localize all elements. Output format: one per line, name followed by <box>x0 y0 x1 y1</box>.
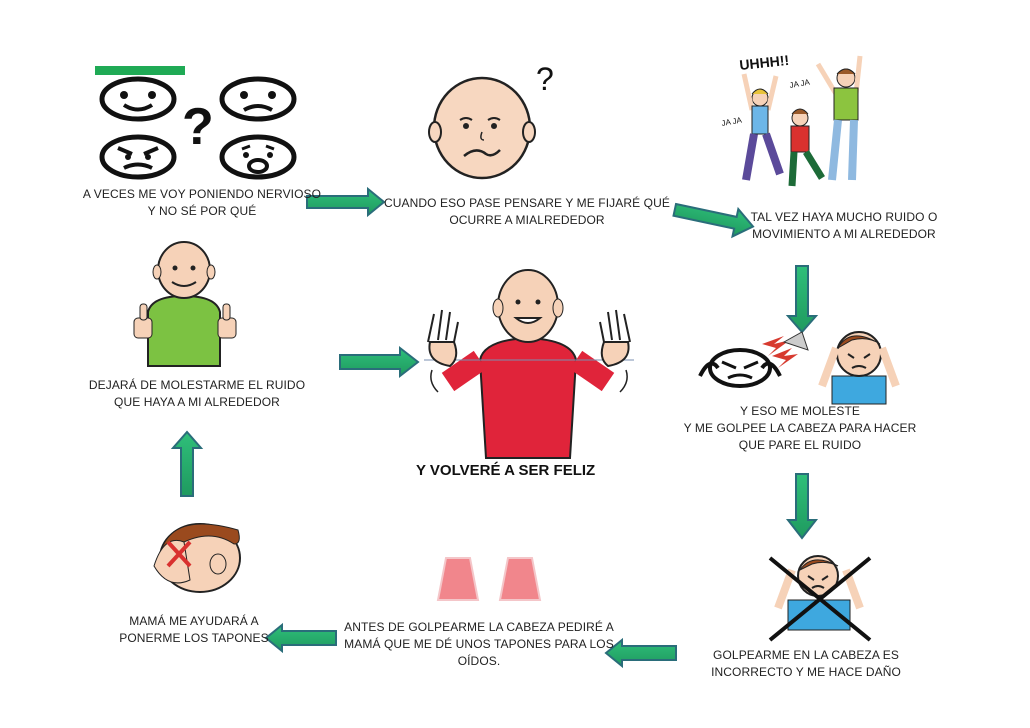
shout-text: UHHH!! <box>739 52 790 73</box>
pictogram-thumbs-up <box>130 240 240 370</box>
caption-step6: ANTES DE GOLPEARME LA CABEZA PEDIRÉ A MA… <box>342 619 616 670</box>
thinking-question-icon: ? <box>536 61 554 97</box>
green-bar <box>95 66 185 75</box>
caption-step7-line2: PONERME LOS TAPONES <box>114 630 274 647</box>
pictogram-ear-covered <box>150 514 250 594</box>
child-green-icon <box>818 56 860 180</box>
pictogram-thinking-head: ? <box>430 60 570 180</box>
laugh-text-2: JA JA <box>721 115 743 128</box>
arrow-down-2 <box>788 474 816 538</box>
caption-step8-line1: DEJARÁ DE MOLESTARME EL RUIDO <box>84 377 310 394</box>
pictogram-hitting-crossed <box>760 548 880 648</box>
caption-step6-line3: OÍDOS. <box>342 653 616 670</box>
arrow-right-3 <box>340 348 418 376</box>
caption-step7: MAMÁ ME AYUDARÁ A PONERME LOS TAPONES <box>114 613 274 647</box>
annoyed-boy-icon <box>822 332 896 404</box>
child-red-icon <box>791 109 822 186</box>
covered-ears-face-icon <box>700 350 780 386</box>
caption-step4-line1: Y ESO ME MOLESTE <box>680 403 920 420</box>
pictogram-happy-boy <box>424 262 634 462</box>
caption-step2-line2: OCURRE A MIALREDEDOR <box>382 212 672 229</box>
pictogram-noise-annoyed <box>692 326 922 406</box>
caption-step1: A VECES ME VOY PONIENDO NERVIOSO Y NO SÉ… <box>82 186 322 220</box>
caption-step2: CUANDO ESO PASE PENSARE Y ME FIJARÉ QUÉ … <box>382 195 672 229</box>
pictogram-earplugs <box>434 556 554 606</box>
earplug-left-icon <box>438 558 478 600</box>
caption-step5: GOLPEARME EN LA CABEZA ES INCORRECTO Y M… <box>706 647 906 681</box>
caption-step8: DEJARÁ DE MOLESTARME EL RUIDO QUE HAYA A… <box>84 377 310 411</box>
horn-icon <box>784 332 808 350</box>
caption-step3-line1: TAL VEZ HAYA MUCHO RUIDO O <box>744 209 944 226</box>
scared-face-icon <box>222 137 294 177</box>
hand-left-icon <box>428 310 458 366</box>
caption-step8-line2: QUE HAYA A MI ALREDEDOR <box>84 394 310 411</box>
caption-step4-line2: Y ME GOLPEE LA CABEZA PARA HACER <box>680 420 920 437</box>
caption-step3: TAL VEZ HAYA MUCHO RUIDO O MOVIMIENTO A … <box>744 209 944 243</box>
caption-step1-line1: A VECES ME VOY PONIENDO NERVIOSO <box>82 186 322 203</box>
caption-step1-line2: Y NO SÉ POR QUÉ <box>82 203 322 220</box>
caption-step3-line2: MOVIMIENTO A MI ALREDEDOR <box>744 226 944 243</box>
caption-step7-line1: MAMÁ ME AYUDARÁ A <box>114 613 274 630</box>
hand-right-icon <box>600 310 630 366</box>
thumb-right-icon <box>218 304 236 338</box>
caption-step4: Y ESO ME MOLESTE Y ME GOLPEE LA CABEZA P… <box>680 403 920 454</box>
question-mark-icon: ? <box>182 98 214 156</box>
caption-step5-line2: INCORRECTO Y ME HACE DAÑO <box>706 664 906 681</box>
arrow-left-1 <box>606 640 676 666</box>
caption-step6-line1: ANTES DE GOLPEARME LA CABEZA PEDIRÉ A <box>342 619 616 636</box>
laugh-text-1: JA JA <box>789 77 811 90</box>
caption-step2-line1: CUANDO ESO PASE PENSARE Y ME FIJARÉ QUÉ <box>382 195 672 212</box>
angry-face-icon <box>102 137 174 177</box>
pictogram-noisy-children: UHHH!! JA JA JA JA <box>722 52 892 202</box>
arrow-up-1 <box>173 432 201 496</box>
child-blue-icon <box>744 74 780 180</box>
final-message: Y VOLVERÉ A SER FELIZ <box>416 462 595 479</box>
happy-face-icon <box>102 79 174 119</box>
caption-step6-line2: MAMÁ QUE ME DÉ UNOS TAPONES PARA LOS <box>342 636 616 653</box>
caption-step5-line1: GOLPEARME EN LA CABEZA ES <box>706 647 906 664</box>
caption-step4-line3: QUE PARE EL RUIDO <box>680 437 920 454</box>
arrow-left-2 <box>266 625 336 651</box>
earplug-right-icon <box>500 558 540 600</box>
arrow-down-1 <box>788 266 816 332</box>
sad-face-icon <box>222 79 294 119</box>
pictogram-emotions: ? <box>92 62 322 182</box>
